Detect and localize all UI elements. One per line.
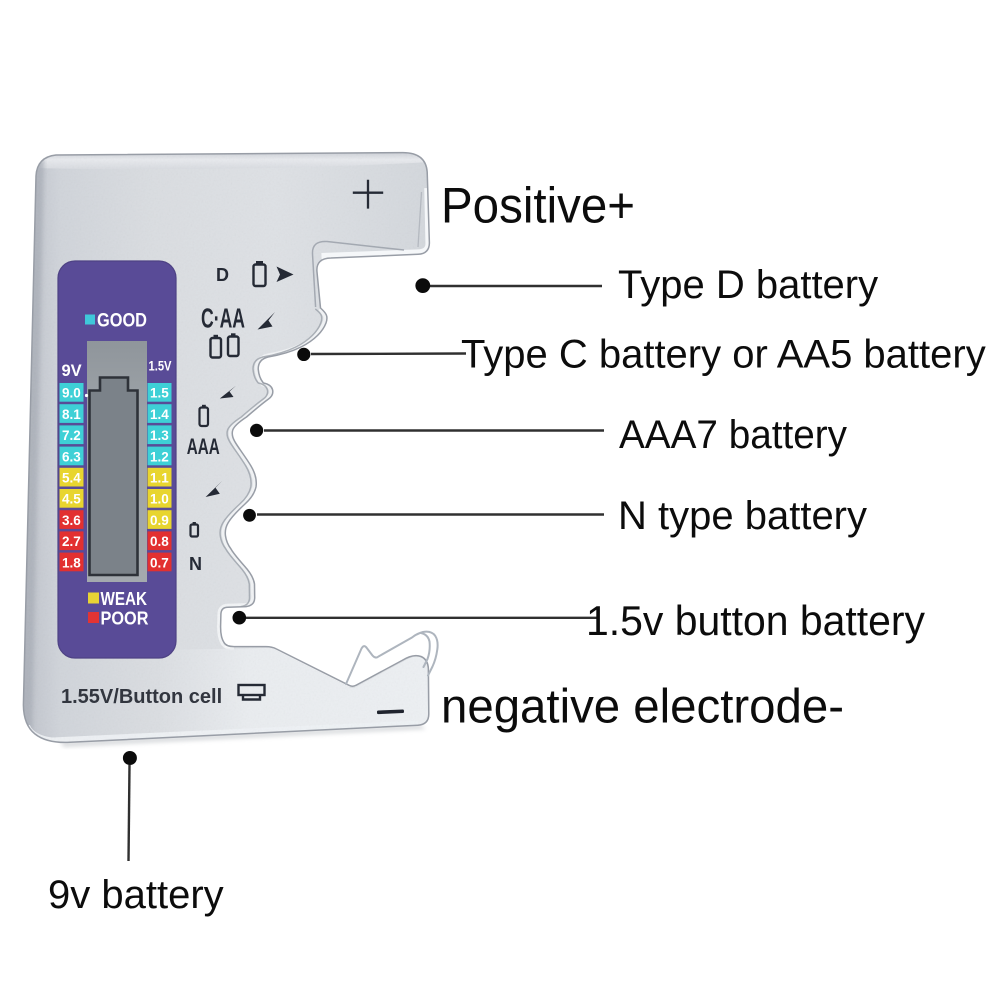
svg-text:WEAK: WEAK <box>101 589 148 609</box>
svg-text:3.6: 3.6 <box>62 513 81 528</box>
svg-text:1.55V/Button cell: 1.55V/Button cell <box>61 686 222 708</box>
svg-text:1.4: 1.4 <box>150 407 169 422</box>
svg-text:1.5: 1.5 <box>150 386 169 401</box>
svg-text:1.1: 1.1 <box>150 471 169 486</box>
svg-text:9.0: 9.0 <box>62 386 81 401</box>
svg-text:7.2: 7.2 <box>62 428 81 443</box>
svg-text:Type C battery or AA5 battery: Type C battery or AA5 battery <box>461 333 986 377</box>
svg-text:6.3: 6.3 <box>62 449 81 464</box>
svg-text:D: D <box>216 265 229 285</box>
svg-text:AAA7 battery: AAA7 battery <box>619 413 847 457</box>
svg-text:Positive+: Positive+ <box>441 178 635 234</box>
svg-text:Type D battery: Type D battery <box>618 263 878 307</box>
svg-text:1.3: 1.3 <box>150 428 169 443</box>
svg-text:POOR: POOR <box>101 609 149 629</box>
svg-text:negative electrode-: negative electrode- <box>441 681 844 734</box>
svg-text:1.5v button battery: 1.5v button battery <box>586 597 925 644</box>
svg-text:1.5V: 1.5V <box>149 359 173 374</box>
svg-text:1.8: 1.8 <box>62 555 81 570</box>
svg-text:N: N <box>189 554 202 574</box>
svg-text:0.8: 0.8 <box>150 534 169 549</box>
svg-text:0.9: 0.9 <box>150 513 169 528</box>
svg-text:1.2: 1.2 <box>150 449 169 464</box>
svg-text:9V: 9V <box>62 362 82 380</box>
svg-text:AAA: AAA <box>187 434 220 459</box>
svg-text:GOOD: GOOD <box>97 311 147 332</box>
svg-text:N type battery: N type battery <box>618 494 867 538</box>
svg-text:2.7: 2.7 <box>62 534 81 549</box>
svg-text:0.7: 0.7 <box>150 555 169 570</box>
svg-text:9v battery: 9v battery <box>48 873 224 917</box>
svg-text:C·AA: C·AA <box>201 303 245 334</box>
svg-text:1.0: 1.0 <box>150 492 169 507</box>
svg-text:4.5: 4.5 <box>62 492 81 507</box>
svg-text:5.4: 5.4 <box>62 471 81 486</box>
svg-text:8.1: 8.1 <box>62 407 81 422</box>
